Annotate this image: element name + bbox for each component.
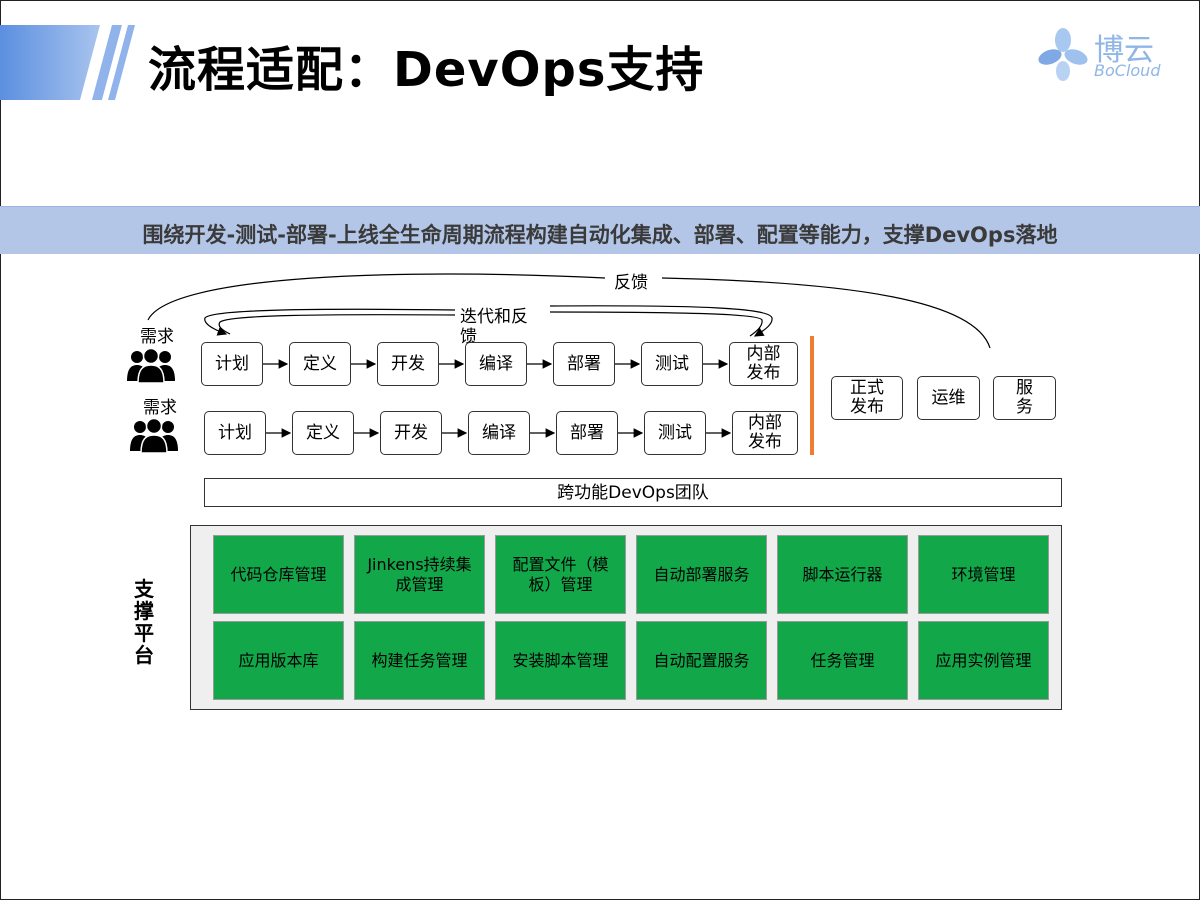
platform-item: 自动配置服务 — [636, 621, 767, 700]
logo-text-cn: 博云 — [1094, 33, 1154, 68]
step-test: 测试 — [644, 411, 706, 455]
support-platform: 代码仓库管理 Jinkens持续集成管理 配置文件（模板）管理 自动部署服务 脚… — [190, 525, 1062, 710]
platform-item: 任务管理 — [777, 621, 908, 700]
banner-text: 围绕开发-测试-部署-上线全生命周期流程构建自动化集成、部署、配置等能力，支撑D… — [142, 223, 1058, 247]
platform-item: 脚本运行器 — [777, 535, 908, 614]
devops-team-bar: 跨功能DevOps团队 — [204, 478, 1062, 507]
release-divider — [810, 336, 814, 455]
page-title: 流程适配：DevOps支持 — [148, 42, 705, 98]
step-internal-release: 内部 发布 — [732, 411, 798, 455]
step-compile: 编译 — [465, 342, 527, 386]
feedback-label: 反馈 — [610, 268, 652, 293]
step-define: 定义 — [292, 411, 354, 455]
platform-item: Jinkens持续集成管理 — [354, 535, 485, 614]
summary-banner: 围绕开发-测试-部署-上线全生命周期流程构建自动化集成、部署、配置等能力，支撑D… — [0, 206, 1200, 254]
step-define: 定义 — [289, 342, 351, 386]
step-service: 服 务 — [993, 376, 1056, 420]
platform-item: 应用版本库 — [213, 621, 344, 700]
bocloud-logo-icon — [1038, 28, 1088, 81]
step-plan: 计划 — [201, 342, 263, 386]
step-operations: 运维 — [917, 376, 980, 420]
platform-item: 代码仓库管理 — [213, 535, 344, 614]
iteration-label: 迭代和反 — [458, 302, 530, 327]
platform-item: 环境管理 — [918, 535, 1049, 614]
step-plan: 计划 — [204, 411, 266, 455]
step-test: 测试 — [641, 342, 703, 386]
platform-label: 支 撑 平 台 — [134, 577, 154, 667]
step-deploy: 部署 — [553, 342, 615, 386]
platform-item: 自动部署服务 — [636, 535, 767, 614]
platform-item: 应用实例管理 — [918, 621, 1049, 700]
users-icon — [127, 347, 175, 383]
title-decoration — [0, 25, 135, 100]
users-icon — [130, 417, 178, 453]
step-deploy: 部署 — [556, 411, 618, 455]
step-develop: 开发 — [377, 342, 439, 386]
platform-item: 配置文件（模板）管理 — [495, 535, 626, 614]
platform-item: 安装脚本管理 — [495, 621, 626, 700]
step-compile: 编译 — [468, 411, 530, 455]
step-develop: 开发 — [380, 411, 442, 455]
step-formal-release: 正式 发布 — [831, 376, 903, 420]
requirement-label: 需求 — [143, 398, 177, 418]
step-internal-release: 内部 发布 — [729, 342, 798, 386]
company-logo: 博云 BoCloud — [1038, 25, 1173, 85]
logo-text-en: BoCloud — [1094, 61, 1161, 80]
platform-item: 构建任务管理 — [354, 621, 485, 700]
requirement-label: 需求 — [140, 327, 174, 347]
